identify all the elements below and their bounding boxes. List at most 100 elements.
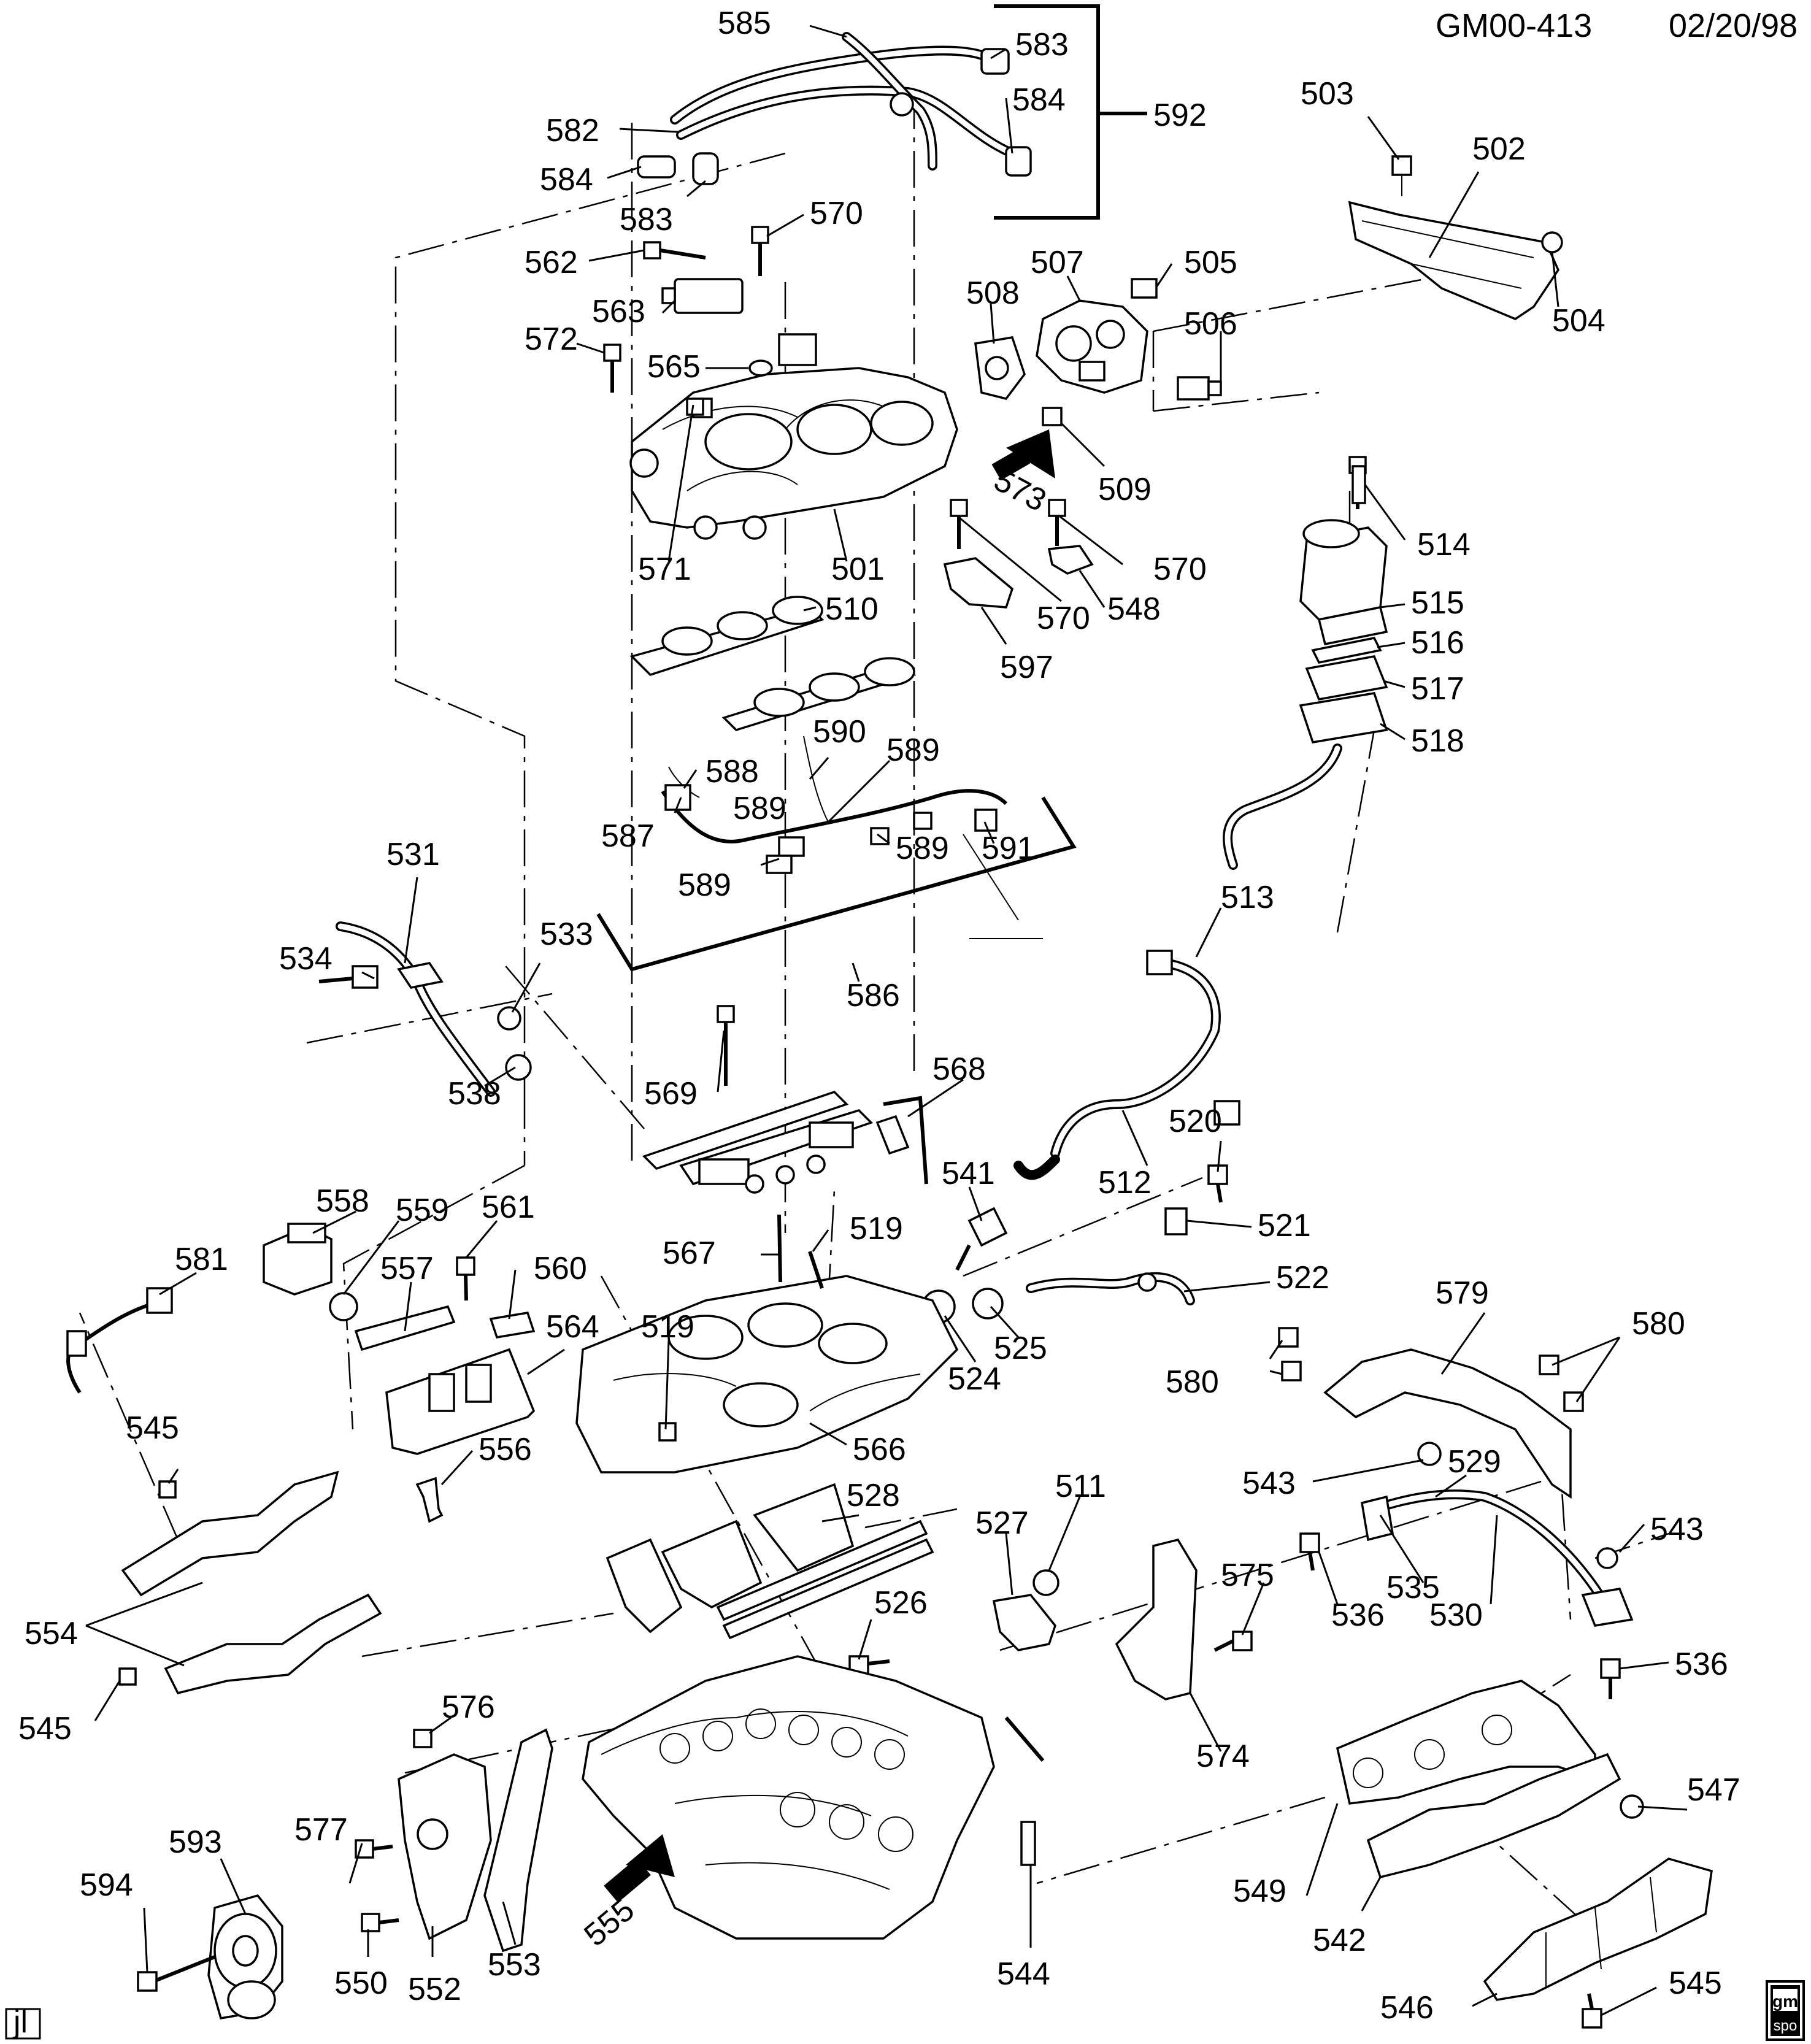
callout-589-bottom: 589 — [678, 867, 731, 903]
callout-519-left: 519 — [641, 1309, 694, 1345]
sensors-right — [921, 1164, 1228, 1324]
callout-536-right: 536 — [1675, 1646, 1728, 1682]
callout-569: 569 — [644, 1076, 698, 1112]
callout-559: 559 — [396, 1193, 449, 1228]
lower-intake-manifold-566 — [575, 1214, 959, 1473]
callout-509: 509 — [1098, 472, 1152, 507]
callout-570-mid: 570 — [1037, 601, 1090, 636]
callout-519-top: 519 — [850, 1211, 903, 1247]
callout-541: 541 — [942, 1156, 995, 1191]
upper-intake-manifold-501 — [629, 333, 958, 540]
valley-cover-gaskets-528 — [606, 1483, 934, 1640]
callout-590: 590 — [813, 714, 866, 750]
callout-535: 535 — [1386, 1570, 1440, 1605]
callout-563: 563 — [592, 294, 645, 329]
callout-553: 553 — [488, 1947, 541, 1983]
callout-543-left: 543 — [1242, 1466, 1296, 1501]
fuel-lines-512-513 — [1013, 950, 1240, 1180]
callout-536-left: 536 — [1331, 1597, 1385, 1633]
callout-561: 561 — [482, 1189, 535, 1225]
callout-504: 504 — [1552, 303, 1605, 339]
callout-558: 558 — [316, 1183, 369, 1219]
callout-543-right: 543 — [1650, 1512, 1704, 1547]
callout-538: 538 — [448, 1076, 501, 1112]
ignition-module-left — [263, 1223, 536, 1523]
callout-530: 530 — [1429, 1597, 1483, 1633]
callout-548: 548 — [1107, 591, 1161, 627]
callout-545-left: 545 — [18, 1711, 72, 1746]
callout-542: 542 — [1313, 1923, 1366, 1958]
callout-589-mid: 589 — [733, 791, 786, 826]
callout-527: 527 — [975, 1505, 1029, 1541]
callout-589-top: 589 — [886, 732, 940, 768]
callout-568: 568 — [932, 1051, 986, 1087]
callout-518: 518 — [1411, 723, 1464, 759]
exhaust-manifold-542 — [1336, 1680, 1713, 2029]
callout-565: 565 — [647, 349, 701, 385]
callout-labels: 585 583 584 592 582 584 583 570 503 502 … — [18, 6, 1740, 2026]
callout-579: 579 — [1436, 1275, 1489, 1311]
callout-517: 517 — [1411, 671, 1464, 707]
callout-544: 544 — [997, 1956, 1050, 1992]
callout-566: 566 — [853, 1432, 906, 1467]
bracket-502 — [1348, 201, 1559, 320]
callout-528: 528 — [847, 1478, 900, 1513]
callout-574: 574 — [1196, 1739, 1250, 1774]
bracket-548 — [1047, 545, 1094, 575]
callout-545-bottom: 545 — [1669, 1965, 1722, 2001]
callout-554: 554 — [25, 1616, 78, 1651]
callout-564: 564 — [546, 1309, 599, 1345]
callout-513: 513 — [1221, 880, 1274, 915]
callout-506: 506 — [1184, 306, 1237, 342]
wiring-harness-586 — [661, 736, 1008, 874]
callout-531: 531 — [386, 837, 440, 872]
callout-581: 581 — [175, 1242, 228, 1277]
bracket-574 — [1115, 1538, 1198, 1700]
callout-584-top: 584 — [1012, 82, 1066, 118]
callout-521: 521 — [1258, 1208, 1311, 1243]
leader-lines — [85, 25, 1688, 2016]
stud-544 — [1020, 1821, 1036, 1866]
callout-520: 520 — [1169, 1104, 1222, 1139]
callout-583-left: 583 — [620, 202, 673, 237]
callout-597: 597 — [1000, 650, 1053, 685]
callout-515: 515 — [1411, 585, 1464, 621]
callout-591: 591 — [982, 831, 1035, 866]
exhaust-crossover-579 — [1278, 1327, 1584, 1499]
fuel-rail-568 — [642, 1005, 928, 1194]
callout-575: 575 — [1221, 1558, 1274, 1593]
exhaust-pipe-530 — [1299, 1442, 1634, 1699]
callout-577: 577 — [294, 1812, 348, 1848]
callout-594: 594 — [80, 1867, 133, 1903]
arrow-573 — [1006, 429, 1055, 478]
callout-585: 585 — [718, 6, 771, 41]
callout-560: 560 — [534, 1251, 587, 1286]
callout-512: 512 — [1098, 1165, 1152, 1201]
callout-583-top: 583 — [1015, 27, 1069, 63]
callout-582: 582 — [546, 113, 599, 148]
callout-529: 529 — [1448, 1444, 1501, 1480]
callout-580-left: 580 — [1166, 1364, 1219, 1400]
diagram-date: 02/20/98 — [1669, 7, 1798, 44]
callout-510: 510 — [825, 591, 879, 627]
gm-spo-badge: gm spo — [1766, 1980, 1805, 2041]
callout-586: 586 — [847, 978, 900, 1013]
callout-580-right: 580 — [1632, 1306, 1685, 1342]
bracket-597 — [943, 557, 1014, 609]
diagram-code: GM00-413 — [1436, 7, 1592, 44]
callout-545-top: 545 — [126, 1410, 179, 1446]
callout-592: 592 — [1153, 98, 1207, 133]
callout-588: 588 — [706, 754, 759, 790]
callout-567: 567 — [663, 1235, 716, 1271]
heat-shields-554 — [118, 1470, 382, 1695]
callout-557: 557 — [380, 1251, 434, 1286]
callout-516: 516 — [1411, 625, 1464, 661]
callout-576: 576 — [442, 1689, 495, 1725]
sensor-563 — [674, 278, 744, 314]
callout-533: 533 — [540, 916, 593, 952]
egr-valve-assembly — [1223, 465, 1388, 870]
callout-593: 593 — [169, 1824, 222, 1860]
badge-gm: gm — [1772, 1992, 1798, 2011]
throttle-body-507 — [974, 278, 1222, 401]
